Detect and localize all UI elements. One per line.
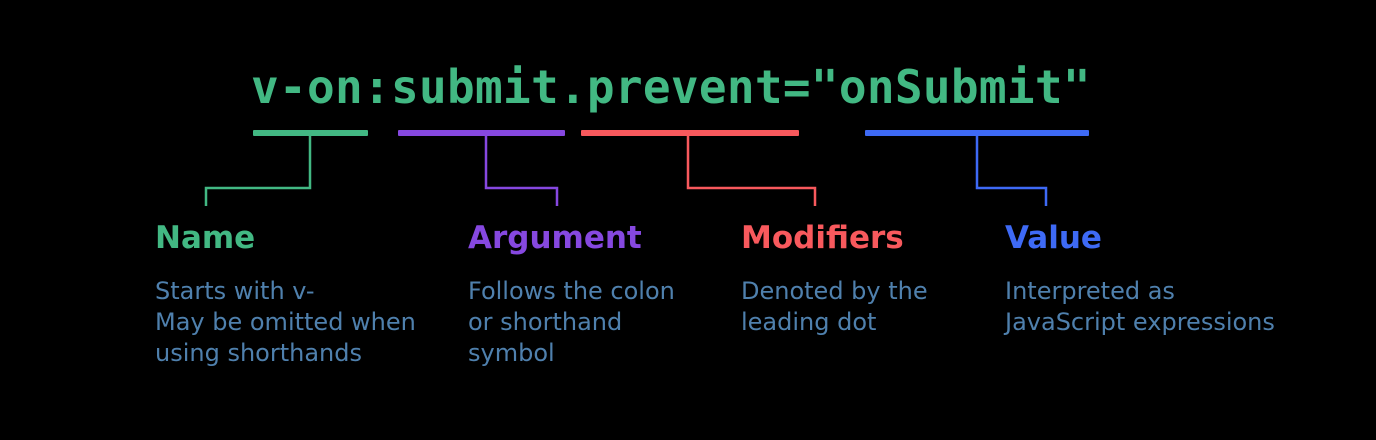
- name-description: Starts with v- May be omitted when using…: [155, 277, 416, 367]
- argument-connector: [484, 136, 559, 206]
- value-label: Value: [1005, 220, 1102, 256]
- value-connector: [975, 136, 1048, 206]
- value-description: Interpreted as JavaScript expressions: [1005, 277, 1275, 336]
- modifiers-connector: [686, 136, 817, 206]
- modifiers-underline-bar: [581, 130, 799, 136]
- code-snippet: v-on:submit.prevent="onSubmit": [251, 60, 1091, 114]
- value-underline-bar: [865, 130, 1089, 136]
- argument-description: Follows the colon or shorthand symbol: [468, 277, 675, 367]
- argument-label: Argument: [468, 220, 642, 256]
- name-label: Name: [155, 220, 256, 256]
- name-underline-bar: [253, 130, 368, 136]
- argument-underline-bar: [398, 130, 565, 136]
- modifiers-label: Modifiers: [741, 220, 904, 256]
- modifiers-description: Denoted by the leading dot: [741, 277, 928, 336]
- name-connector: [204, 136, 312, 206]
